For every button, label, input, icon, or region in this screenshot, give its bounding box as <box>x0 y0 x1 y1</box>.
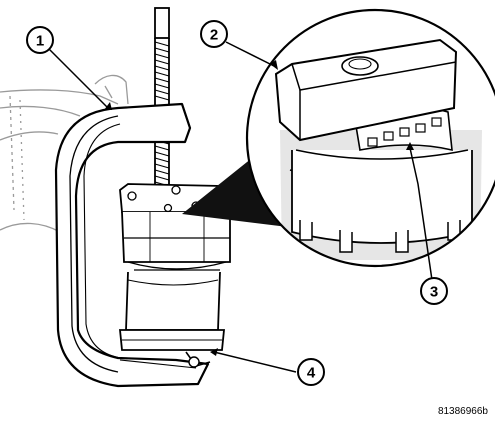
figure-id: 81386966b <box>438 406 488 417</box>
callout-2-number: 2 <box>210 27 218 44</box>
zoom-detail <box>245 8 495 268</box>
callout-3-number: 3 <box>430 284 438 301</box>
callout-4-number: 4 <box>307 365 316 382</box>
callout-3: 3 <box>420 277 448 305</box>
spring-assembly <box>119 183 233 368</box>
callout-1: 1 <box>26 26 54 54</box>
callout-2: 2 <box>200 20 228 48</box>
callout-4: 4 <box>297 358 325 386</box>
leader-lines <box>47 41 433 373</box>
callout-1-number: 1 <box>36 33 44 50</box>
